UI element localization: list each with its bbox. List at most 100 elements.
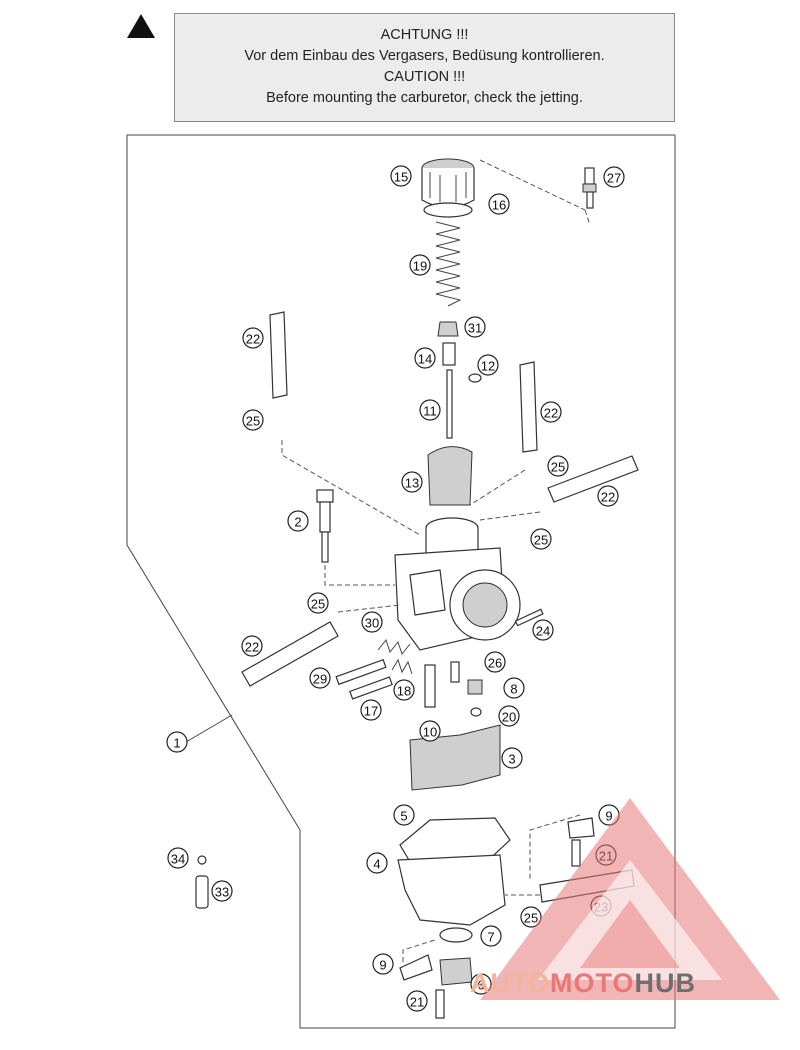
watermark-part-hub: HUB [634,968,697,998]
part-number-label: 5 [400,809,407,824]
part-callout-22: 22 [241,635,263,657]
vent-hose-top-left [269,311,288,399]
carburetor-body [394,517,521,651]
part-number-label: 29 [313,672,327,687]
part-number-label: 19 [413,259,427,274]
watermark-part-moto: MOTO [550,968,635,998]
float-bowl [397,854,506,926]
part-callout-22: 22 [242,327,264,349]
part-callout-26: 26 [484,651,506,673]
part-callout-29: 29 [309,667,331,689]
main-jet [467,679,483,695]
part-callout-18: 18 [393,679,415,701]
part-number-label: 13 [405,476,419,491]
mixture-spring [377,638,411,656]
sleeve [195,875,209,909]
part-callout-1: 1 [166,731,188,753]
part-number-label: 8 [510,682,517,697]
caution-notice: ACHTUNG !!! Vor dem Einbau des Vergasers… [174,13,675,122]
part-callout-16: 16 [488,193,510,215]
part-callout-25: 25 [547,455,569,477]
assembly-frame [126,134,676,1029]
part-callout-5: 5 [393,804,415,826]
part-callout-19: 19 [409,254,431,276]
part-number-label: 15 [394,170,408,185]
part-number-label: 24 [536,624,550,639]
part-number-label: 21 [410,995,424,1010]
caution-line-3: CAUTION !!! [383,69,466,85]
part-callout-33: 33 [211,880,233,902]
part-number-label: 25 [551,460,565,475]
part-number-label: 6 [477,978,484,993]
needle-holder [442,342,456,366]
part-callout-3: 3 [501,747,523,769]
warning-triangle-icon [127,14,155,38]
throttle-spring [435,221,462,307]
part-number-label: 3 [508,752,515,767]
idle-adjust-screw [316,489,334,563]
part-number-label: 7 [487,930,494,945]
part-number-label: 22 [245,640,259,655]
part-number-label: 25 [246,414,260,429]
vent-hose-left [241,621,339,687]
part-callout-17: 17 [360,699,382,721]
part-callout-22: 22 [597,485,619,507]
jet-needle [446,369,453,439]
part-callout-8: 8 [503,677,525,699]
part-number-label: 10 [423,725,437,740]
part-callout-15: 15 [390,165,412,187]
part-callout-12: 12 [477,354,499,376]
needle-clip-nut [437,321,459,337]
part-callout-20: 20 [498,705,520,727]
part-callout-27: 27 [603,166,625,188]
part-callout-22: 22 [540,401,562,423]
part-callout-24: 24 [532,619,554,641]
part-number-label: 20 [502,710,516,725]
vent-hose-right [547,455,639,503]
part-number-label: 14 [418,352,432,367]
part-number-label: 25 [311,597,325,612]
part-number-label: 12 [481,359,495,374]
part-number-label: 30 [365,616,379,631]
part-number-label: 9 [379,958,386,973]
part-number-label: 22 [246,332,260,347]
part-callout-4: 4 [366,852,388,874]
caution-line-4: Before mounting the carburetor, check th… [266,90,583,106]
part-number-label: 33 [215,885,229,900]
part-number-label: 27 [607,171,621,186]
pilot-pin [514,608,544,627]
part-number-label: 34 [171,852,185,867]
air-screw [349,676,393,700]
cable-bracket-upper [567,817,595,839]
part-number-label: 26 [488,656,502,671]
part-number-label: 2 [294,515,301,530]
part-callout-10: 10 [419,720,441,742]
part-number-label: 18 [397,684,411,699]
part-number-label: 17 [364,704,378,719]
cable-bracket-lower [399,954,433,981]
part-callout-9: 9 [372,953,394,975]
screw-lower [435,989,445,1019]
part-callout-30: 30 [361,611,383,633]
part-callout-13: 13 [401,471,423,493]
part-callout-21: 21 [406,990,428,1012]
float-pin-clip [470,707,482,717]
vent-hose-top-right [519,361,538,453]
caution-line-1: ACHTUNG !!! [380,27,469,43]
part-number-label: 4 [373,857,380,872]
throttle-slide [427,446,473,506]
part-number-label: 9 [605,809,612,824]
carb-cap [421,158,475,218]
part-number-label: 1 [173,736,180,751]
part-number-label: 25 [524,911,538,926]
part-number-label: 11 [423,404,437,419]
part-callout-25: 25 [242,409,264,431]
air-bleed-screw [582,167,597,209]
automotohub-watermark-logo [480,798,780,1000]
air-screw-spring [391,658,413,675]
part-number-label: 22 [544,406,558,421]
part-callout-31: 31 [464,316,486,338]
part-callout-25: 25 [520,906,542,928]
part-callout-25: 25 [307,592,329,614]
